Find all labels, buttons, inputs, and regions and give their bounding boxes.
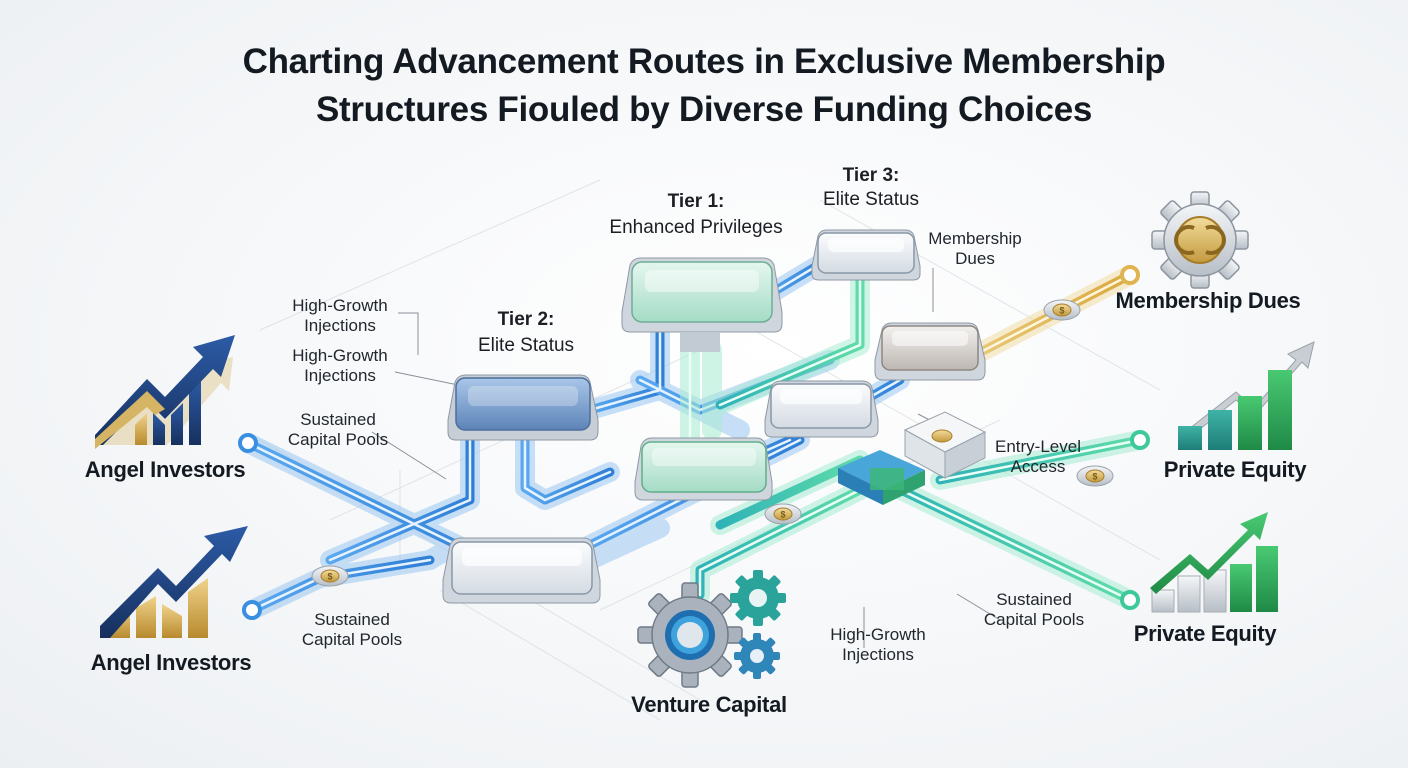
- pipe-endpoints: [238, 265, 1150, 620]
- annotation-high-growth-c: High-Growth Injections: [808, 625, 948, 665]
- annotation-line: Sustained: [300, 410, 376, 429]
- dues-node: [874, 322, 986, 381]
- tier1-node: [621, 257, 783, 352]
- svg-text:$: $: [1092, 472, 1097, 482]
- annotation-line: Capital Pools: [287, 430, 389, 449]
- annotation-high-growth-a: High-Growth Injections: [270, 296, 410, 336]
- growth-arrow-bar-icon: [100, 526, 248, 638]
- svg-text:$: $: [780, 510, 785, 520]
- source-private-equity-top: Private Equity: [1163, 457, 1307, 482]
- tier1-text: Enhanced Privileges: [609, 217, 783, 238]
- title-line-1: Charting Advancement Routes in Exclusive…: [242, 42, 1166, 81]
- tier2-label: Tier 2: Elite Status: [456, 310, 596, 356]
- entry-level-block: [838, 411, 987, 505]
- tier1-heading: Tier 1:: [667, 191, 725, 212]
- annotation-line: Injections: [842, 645, 914, 664]
- growth-arrow-bar-icon: [95, 335, 235, 449]
- title-line-2: Structures Fiouled by Diverse Funding Ch…: [315, 90, 1093, 129]
- annotation-line: High-Growth: [292, 296, 388, 315]
- annotation-sustained-top: Sustained Capital Pools: [268, 410, 408, 450]
- tier1-label: Tier 1: Enhanced Privileges: [596, 192, 796, 238]
- dollar-coin-icon: $ $ $ $: [311, 299, 1114, 587]
- growth-bar-chart-icon: [1150, 512, 1278, 613]
- center-node: [634, 437, 773, 501]
- annotation-line: Capital Pools: [983, 610, 1085, 629]
- annotation-line: Membership: [928, 229, 1022, 248]
- tier3-label: Tier 3: Elite Status: [806, 166, 936, 210]
- annotation-line: Entry-Level: [995, 437, 1081, 456]
- svg-text:$: $: [327, 572, 332, 582]
- source-angel-investors-top: Angel Investors: [84, 457, 246, 482]
- tier3-text: Elite Status: [822, 189, 920, 210]
- tier2-text: Elite Status: [477, 335, 575, 356]
- annotation-line: Access: [1010, 457, 1066, 476]
- annotation-line: Sustained: [314, 610, 390, 629]
- annotation-line: Injections: [304, 316, 376, 335]
- annotation-line: Capital Pools: [301, 630, 403, 649]
- gears-icon: [637, 570, 786, 688]
- bottom-left-node: [442, 537, 601, 604]
- tier3-node: [811, 229, 921, 281]
- svg-text:$: $: [1059, 306, 1064, 316]
- source-private-equity-bottom: Private Equity: [1133, 621, 1277, 646]
- tier2-node: [447, 374, 599, 441]
- annotation-line: Sustained: [996, 590, 1072, 609]
- tier3-heading: Tier 3:: [842, 165, 900, 186]
- annotation-sustained-right: Sustained Capital Pools: [964, 590, 1104, 630]
- annotation-line: Dues: [955, 249, 995, 268]
- annotation-entry-level: Entry-Level Access: [978, 437, 1098, 477]
- right-mid-node: [764, 380, 879, 438]
- annotation-line: Injections: [304, 366, 376, 385]
- green-pipes: [680, 260, 1150, 610]
- page-title: Charting Advancement Routes in Exclusive…: [0, 38, 1408, 134]
- source-angel-investors-bottom: Angel Investors: [90, 650, 252, 675]
- annotation-sustained-bottom: Sustained Capital Pools: [282, 610, 422, 650]
- annotation-line: High-Growth: [292, 346, 388, 365]
- source-membership-dues: Membership Dues: [1115, 288, 1301, 313]
- annotation-line: High-Growth: [830, 625, 926, 644]
- annotation-membership-dues: Membership Dues: [920, 229, 1030, 269]
- annotation-high-growth-b: High-Growth Injections: [270, 346, 410, 386]
- growth-bar-chart-icon: [1178, 341, 1315, 450]
- tier2-heading: Tier 2:: [497, 309, 555, 330]
- source-venture-capital: Venture Capital: [631, 692, 787, 717]
- gear-coin-icon: [1151, 191, 1249, 289]
